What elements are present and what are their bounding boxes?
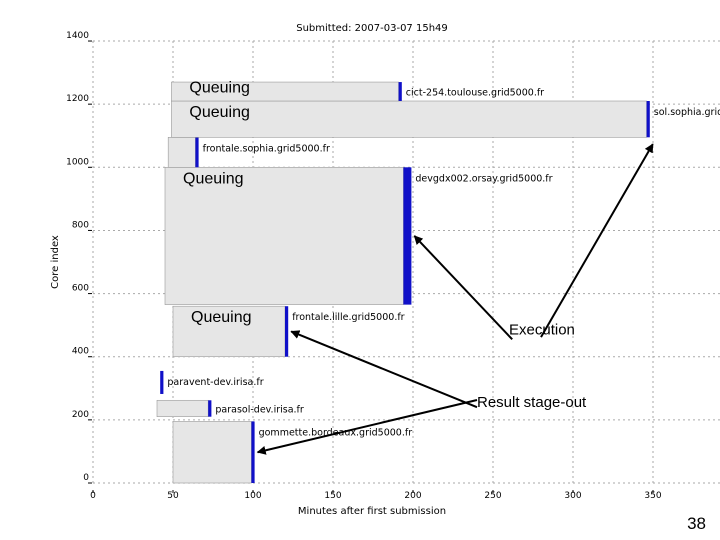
y-tick-label: 0 (83, 473, 89, 483)
execution-bar (646, 101, 650, 138)
x-tick-label: 250 (484, 491, 501, 501)
axes: 0 50 100 150 200 250 300 350 0 200 400 600 800 1000 12… (66, 31, 662, 501)
y-axis-title: Core index (50, 235, 61, 289)
annotation-arrow (540, 143, 654, 338)
y-tick-label: 1200 (66, 94, 89, 104)
annotation-label: Result stage-out (477, 394, 587, 411)
execution-bar (403, 167, 412, 305)
x-tick-label: 350 (644, 491, 661, 501)
annotation-arrow (256, 398, 478, 455)
execution-bar (251, 421, 255, 483)
queue-block (156, 399, 209, 418)
x-axis-title: Minutes after first submission (298, 506, 446, 517)
annotation-arrow (413, 235, 513, 341)
execution-bar (160, 370, 164, 394)
queuing-label: Queuing (191, 309, 252, 326)
queuing-label: Queuing (189, 79, 250, 96)
queuing-label: Queuing (183, 170, 244, 187)
y-tick-label: 1000 (66, 157, 89, 167)
site-label: frontale.sophia.grid5000.fr (203, 143, 330, 154)
site-label: parasol-dev.irisa.fr (215, 404, 304, 415)
annotation-arrow (290, 330, 478, 409)
queue-block (171, 100, 647, 138)
execution-bar (285, 306, 289, 357)
x-tick-label: 50 (167, 491, 179, 501)
job-bars: gommette.bordeaux.grid5000.frparasol-dev… (156, 79, 720, 484)
execution-bar (398, 82, 402, 102)
queuing-label: Queuing (189, 104, 250, 121)
site-label: cict-254.toulouse.grid5000.fr (406, 88, 544, 99)
x-tick-label: 100 (244, 491, 261, 501)
site-label: sol.sophia.grid (654, 107, 720, 118)
queue-block (164, 167, 404, 305)
x-tick-label: 200 (404, 491, 421, 501)
x-tick-label: 300 (564, 491, 581, 501)
chart-title: Submitted: 2007-03-07 15h49 (296, 23, 448, 34)
x-tick-label: 0 (90, 491, 96, 501)
y-tick-label: 400 (72, 347, 89, 357)
execution-bar (208, 400, 212, 417)
y-tick-label: 1400 (66, 31, 89, 41)
annotation-label: Execution (509, 322, 575, 339)
queue-block (172, 421, 252, 484)
queue-block (171, 81, 399, 102)
queue-block (167, 137, 196, 168)
execution-bar (195, 137, 199, 168)
queue-block (172, 305, 286, 358)
site-label: devgdx002.orsay.grid5000.fr (415, 173, 552, 184)
y-tick-label: 200 (72, 410, 89, 420)
y-tick-label: 800 (72, 220, 89, 230)
y-tick-label: 600 (72, 284, 89, 294)
x-tick-label: 150 (324, 491, 341, 501)
site-label: frontale.lille.grid5000.fr (292, 312, 404, 323)
page-number: 38 (687, 514, 706, 533)
site-label: paravent-dev.irisa.fr (167, 377, 263, 388)
